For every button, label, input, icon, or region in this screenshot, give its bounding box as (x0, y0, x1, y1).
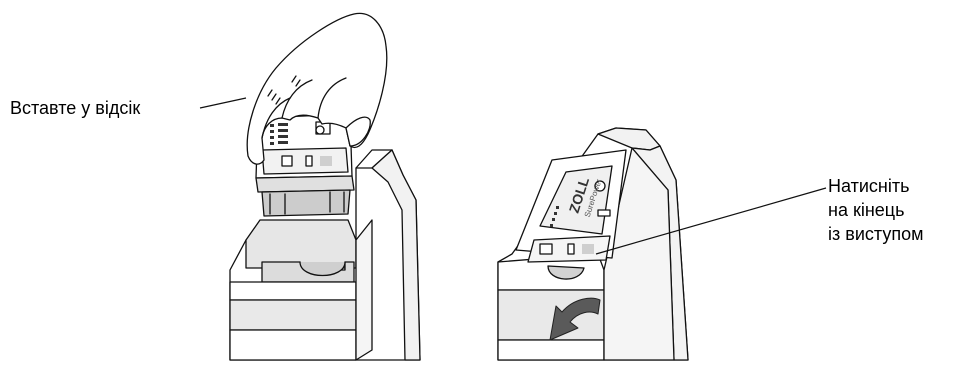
charge-led (556, 206, 559, 209)
left-housing-front-top (230, 282, 356, 300)
left-battery-check-icon (316, 126, 324, 134)
charge-bar (278, 141, 288, 144)
left-battery-contacts (262, 190, 350, 216)
charge-led (270, 124, 274, 127)
left-insertion-illustration (230, 13, 420, 360)
insert-callout-label: Вставте у відсік (10, 97, 140, 119)
left-battery-cell-icon (306, 156, 312, 166)
charge-bar (278, 123, 288, 126)
press-callout-line-1: Натисніть (828, 174, 923, 198)
left-housing-front-band (230, 300, 356, 330)
charge-led (550, 224, 553, 227)
charge-led (270, 130, 274, 133)
left-housing-front-side (356, 220, 372, 360)
right-housing-front-bottom (498, 340, 604, 360)
charge-led (554, 212, 557, 215)
press-callout-label: Натисніть на кінець із виступом (828, 174, 923, 246)
charge-bar (278, 135, 288, 138)
charge-led (270, 142, 274, 145)
left-compartment-cavity (246, 220, 356, 268)
right-seated-illustration (498, 128, 688, 360)
charge-led (270, 136, 274, 139)
charge-bar (278, 129, 288, 132)
press-callout-line-3: із виступом (828, 222, 923, 246)
right-battery-cell-icon (568, 244, 574, 254)
left-housing-front-bottom (230, 330, 356, 360)
charge-led (552, 218, 555, 221)
press-callout-line-2: на кінець (828, 198, 923, 222)
right-battery-book-icon (540, 244, 552, 254)
left-battery-book-icon (282, 156, 292, 166)
left-battery-barcode-icon (320, 156, 332, 166)
left-callout-leader (200, 98, 246, 108)
right-battery-test-button (598, 210, 610, 216)
right-battery-barcode-icon (582, 244, 594, 254)
left-battery-label (262, 148, 348, 174)
